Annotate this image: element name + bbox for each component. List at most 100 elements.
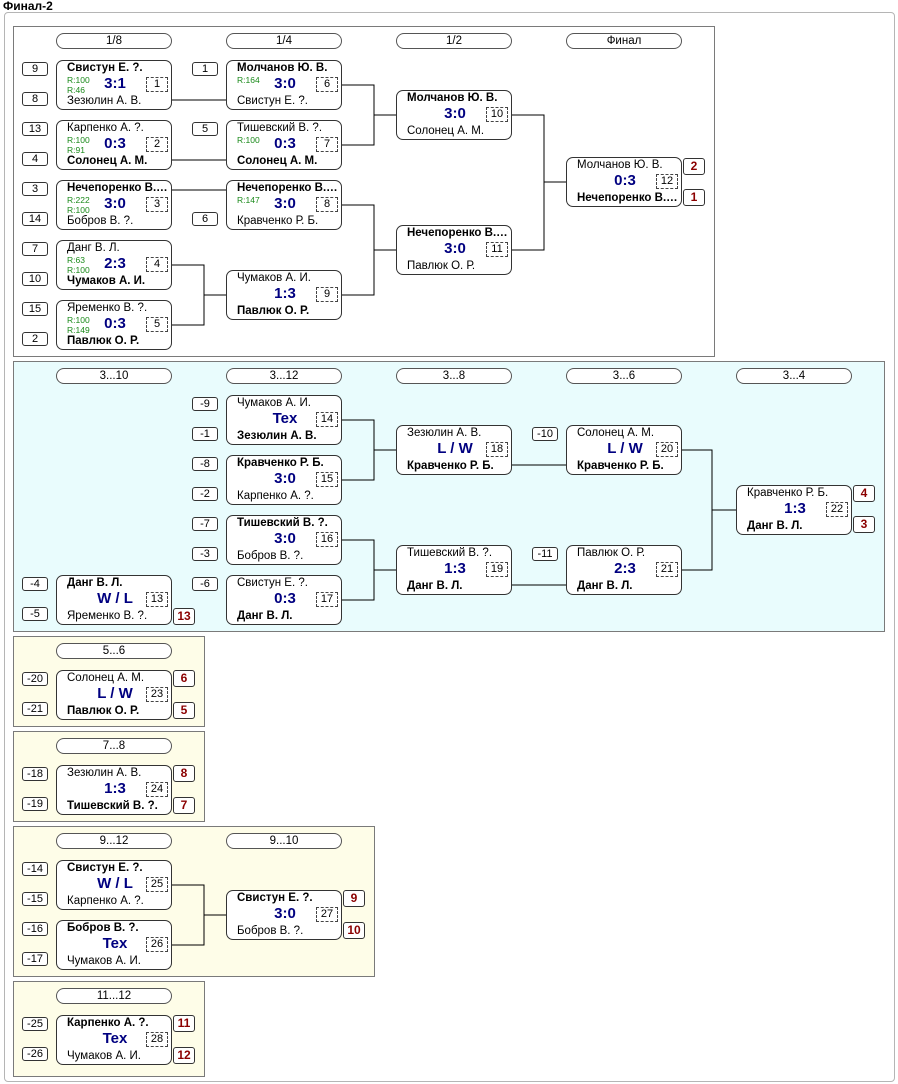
match-score: 2:3 [614, 560, 636, 577]
round-header-9-10: 9...10 [226, 833, 342, 849]
place-box: 6 [173, 670, 195, 687]
loser-seed-box: -21 [22, 702, 48, 716]
match-number: 22 [826, 502, 848, 517]
match-score: 0:3 [274, 135, 296, 152]
player-top: Павлюк О. Р. [577, 547, 646, 559]
player-top: Свистун Е. ?. [67, 62, 143, 74]
player-top: Солонец А. М. [577, 427, 655, 439]
place-box: 11 [173, 1015, 195, 1032]
loser-seed-box: -11 [532, 547, 558, 561]
match-score: L / W [607, 440, 643, 457]
player-bottom: Яременко В. ?. [67, 610, 148, 622]
match-score: 1:3 [444, 560, 466, 577]
match-score: 3:0 [274, 905, 296, 922]
player-bottom: Бобров В. ?. [237, 925, 304, 937]
seed-box: 7 [22, 242, 48, 256]
rating-bottom: R:46 [67, 85, 85, 95]
seed-box: 10 [22, 272, 48, 286]
place-box: 2 [683, 158, 705, 175]
player-bottom: Солонец А. М. [407, 125, 485, 137]
match-score: W / L [97, 590, 133, 607]
rating-top: R:100 [67, 135, 90, 145]
loser-seed-box: -6 [192, 577, 218, 591]
rating-bottom: R:100 [67, 205, 90, 215]
place-box: 3 [853, 516, 875, 533]
seed-box: 9 [22, 62, 48, 76]
player-top: Кравченко Р. Б. [237, 457, 324, 469]
player-bottom: Кравченко Р. Б. [407, 460, 494, 472]
player-bottom: Чумаков А. И. [67, 1050, 141, 1062]
seed-box: 3 [22, 182, 48, 196]
seed-box: 14 [22, 212, 48, 226]
tournament-frame [4, 12, 895, 1082]
round-header-final: Финал [566, 33, 682, 49]
player-bottom: Данг В. Л. [237, 610, 293, 622]
loser-seed-box: -5 [22, 607, 48, 621]
player-top: Нечепоренко В. Н. [67, 182, 169, 194]
rating-bottom: R:149 [67, 325, 90, 335]
loser-seed-box: -10 [532, 427, 558, 441]
match-number: 17 [316, 592, 338, 607]
match-score: 3:0 [444, 105, 466, 122]
match-number: 1 [146, 77, 168, 92]
match-score: 0:3 [104, 315, 126, 332]
match-number: 20 [656, 442, 678, 457]
player-top: Тишевский В. ?. [237, 122, 323, 134]
place-box: 12 [173, 1047, 195, 1064]
player-bottom: Солонец А. М. [237, 155, 318, 167]
place-box: 10 [343, 922, 365, 939]
place-box: 8 [173, 765, 195, 782]
match-number: 2 [146, 137, 168, 152]
player-bottom: Чумаков А. И. [67, 275, 146, 287]
round-header-3-8: 3...8 [396, 368, 512, 384]
place-box: 7 [173, 797, 195, 814]
match-score: 1:3 [784, 500, 806, 517]
match-score: 3:0 [104, 195, 126, 212]
match-score: W / L [97, 875, 133, 892]
match-number: 9 [316, 287, 338, 302]
round-header-5-6: 5...6 [56, 643, 172, 659]
loser-seed-box: -26 [22, 1047, 48, 1061]
player-bottom: Данг В. Л. [747, 520, 803, 532]
match-score: 3:0 [274, 75, 296, 92]
player-top: Нечепоренко В. Н. [407, 227, 509, 239]
match-score: 3:0 [444, 240, 466, 257]
rating-top: R:100 [67, 315, 90, 325]
match-number: 25 [146, 877, 168, 892]
player-bottom: Павлюк О. Р. [237, 305, 310, 317]
loser-seed-box: -16 [22, 922, 48, 936]
match-number: 8 [316, 197, 338, 212]
match-number: 7 [316, 137, 338, 152]
player-top: Молчанов Ю. В. [577, 159, 663, 171]
player-bottom: Павлюк О. Р. [407, 260, 476, 272]
match-number: 10 [486, 107, 508, 122]
